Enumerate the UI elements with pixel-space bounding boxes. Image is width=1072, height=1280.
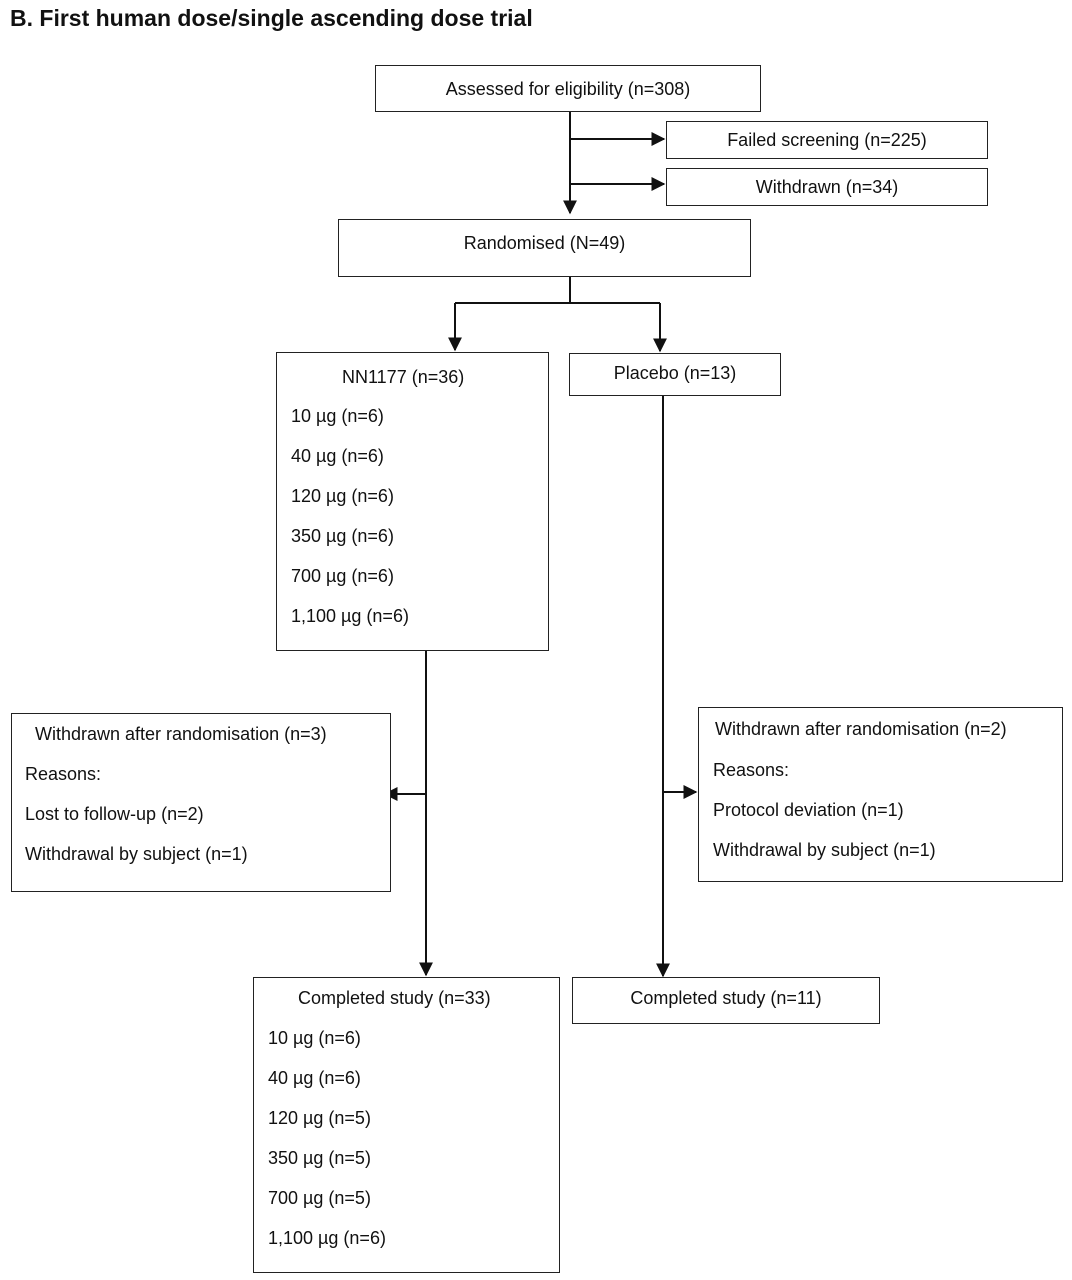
withdrawn-placebo-box: Withdrawn after randomisation (n=2) Reas… bbox=[698, 707, 1063, 882]
dose-item: 40 µg (n=6) bbox=[291, 446, 384, 466]
dose-item: 1,100 µg (n=6) bbox=[291, 606, 409, 626]
reason-item: Withdrawal by subject (n=1) bbox=[713, 840, 936, 860]
completed-placebo-label: Completed study (n=11) bbox=[630, 988, 822, 1008]
dose-item: 10 µg (n=6) bbox=[268, 1028, 361, 1048]
completed-nn1177-header: Completed study (n=33) bbox=[298, 988, 491, 1008]
dose-item: 700 µg (n=5) bbox=[268, 1188, 371, 1208]
randomised-box: Randomised (N=49) bbox=[338, 219, 751, 277]
dose-item: 10 µg (n=6) bbox=[291, 406, 384, 426]
withdrawn-placebo-header: Withdrawn after randomisation (n=2) bbox=[715, 719, 1007, 739]
dose-item: 700 µg (n=6) bbox=[291, 566, 394, 586]
assessed-label: Assessed for eligibility (n=308) bbox=[445, 78, 691, 99]
reason-item: Lost to follow-up (n=2) bbox=[25, 804, 204, 824]
withdrawn-nn1177-header: Withdrawn after randomisation (n=3) bbox=[35, 724, 327, 744]
dose-item: 120 µg (n=5) bbox=[268, 1108, 371, 1128]
reasons-label: Reasons: bbox=[25, 764, 102, 784]
failed-screening-label: Failed screening (n=225) bbox=[727, 130, 927, 150]
placebo-arm-box: Placebo (n=13) bbox=[569, 353, 781, 396]
reason-item: Withdrawal by subject (n=1) bbox=[25, 844, 248, 864]
dose-item: 350 µg (n=6) bbox=[291, 526, 394, 546]
reasons-label: Reasons: bbox=[713, 760, 790, 780]
assessed-box: Assessed for eligibility (n=308) bbox=[375, 65, 761, 112]
dose-item: 1,100 µg (n=6) bbox=[268, 1228, 386, 1248]
dose-item: 350 µg (n=5) bbox=[268, 1148, 371, 1168]
diagram-title: B. First human dose/single ascending dos… bbox=[10, 5, 533, 31]
nn1177-header: NN1177 (n=36) bbox=[342, 367, 465, 387]
randomised-label: Randomised (N=49) bbox=[463, 233, 626, 253]
placebo-label: Placebo (n=13) bbox=[613, 363, 737, 383]
dose-item: 40 µg (n=6) bbox=[268, 1068, 361, 1088]
nn1177-arm-box: NN1177 (n=36) 10 µg (n=6) 40 µg (n=6) 12… bbox=[276, 352, 549, 651]
withdrawn-nn1177-box: Withdrawn after randomisation (n=3) Reas… bbox=[11, 713, 391, 892]
completed-nn1177-box: Completed study (n=33) 10 µg (n=6) 40 µg… bbox=[253, 977, 560, 1273]
withdrawn-label: Withdrawn (n=34) bbox=[755, 177, 899, 197]
failed-screening-box: Failed screening (n=225) bbox=[666, 121, 988, 159]
reason-item: Protocol deviation (n=1) bbox=[713, 800, 904, 820]
completed-placebo-box: Completed study (n=11) bbox=[572, 977, 880, 1024]
dose-item: 120 µg (n=6) bbox=[291, 486, 394, 506]
withdrawn-box: Withdrawn (n=34) bbox=[666, 168, 988, 206]
